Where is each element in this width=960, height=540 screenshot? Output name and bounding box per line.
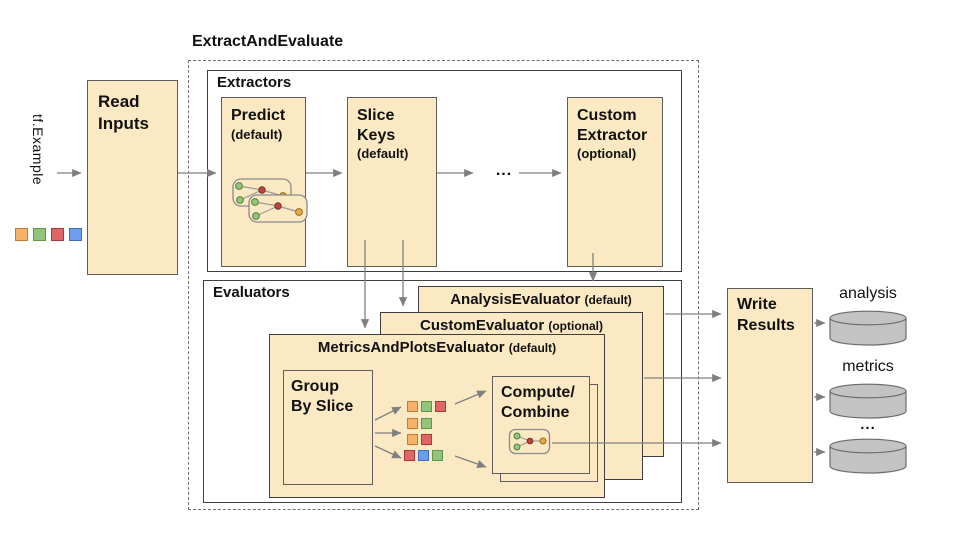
blue-square <box>418 450 429 461</box>
database-cylinder-icon <box>829 383 907 419</box>
custom-extractor-label: Custom Extractor <box>577 107 648 144</box>
green-square <box>421 401 432 412</box>
compute-combine-box: Compute/ Combine <box>492 376 590 474</box>
orange-square <box>407 418 418 429</box>
red-square <box>421 434 432 445</box>
slice-grid-row <box>404 450 443 461</box>
more-outputs-label: ... <box>860 416 876 433</box>
blue-square <box>69 228 82 241</box>
tf-example-label: tf.Example <box>30 114 46 186</box>
custom-extractor-qualifier: (optional) <box>577 146 637 162</box>
model-graph-icon <box>232 178 308 223</box>
green-square <box>33 228 46 241</box>
extract-and-evaluate-title: ExtractAndEvaluate <box>192 33 344 50</box>
extractors-ellipsis: ... <box>495 162 513 179</box>
green-square <box>421 418 432 429</box>
slice-grid-row <box>407 401 446 412</box>
metrics-and-plots-evaluator-title: MetricsAndPlotsEvaluator (default) <box>317 339 557 356</box>
analysis-evaluator-title: AnalysisEvaluator (default) <box>450 291 632 308</box>
green-square <box>432 450 443 461</box>
extract-and-evaluate-container <box>188 60 699 510</box>
red-square <box>404 450 415 461</box>
slice-grid-row <box>407 418 432 429</box>
orange-square <box>15 228 28 241</box>
custom-evaluator-title: CustomEvaluator (optional) <box>419 317 604 334</box>
red-square <box>51 228 64 241</box>
combine-graph-icon <box>508 428 551 455</box>
orange-square <box>407 434 418 445</box>
slice-keys-extractor-box: Slice Keys (default) <box>347 97 437 267</box>
predict-qualifier: (default) <box>231 126 283 142</box>
group-by-slice-box: Group By Slice <box>283 370 373 485</box>
slice-keys-label: Slice Keys <box>357 107 396 144</box>
metrics-output-label: metrics <box>842 358 894 375</box>
extractors-label: Extractors <box>217 74 292 91</box>
evaluators-label: Evaluators <box>213 284 290 301</box>
analysis-output-label: analysis <box>839 285 897 302</box>
read-inputs-box: Read Inputs <box>87 80 178 275</box>
predict-label: Predict <box>231 107 286 124</box>
input-type-legend <box>15 228 82 241</box>
write-results-box: Write Results <box>727 288 813 483</box>
slice-keys-qualifier: (default) <box>357 146 409 162</box>
orange-square <box>407 401 418 412</box>
database-cylinder-icon <box>829 438 907 474</box>
red-square <box>435 401 446 412</box>
custom-extractor-box: Custom Extractor (optional) <box>567 97 663 267</box>
database-cylinder-icon <box>829 310 907 346</box>
slice-grid-row <box>407 434 432 445</box>
